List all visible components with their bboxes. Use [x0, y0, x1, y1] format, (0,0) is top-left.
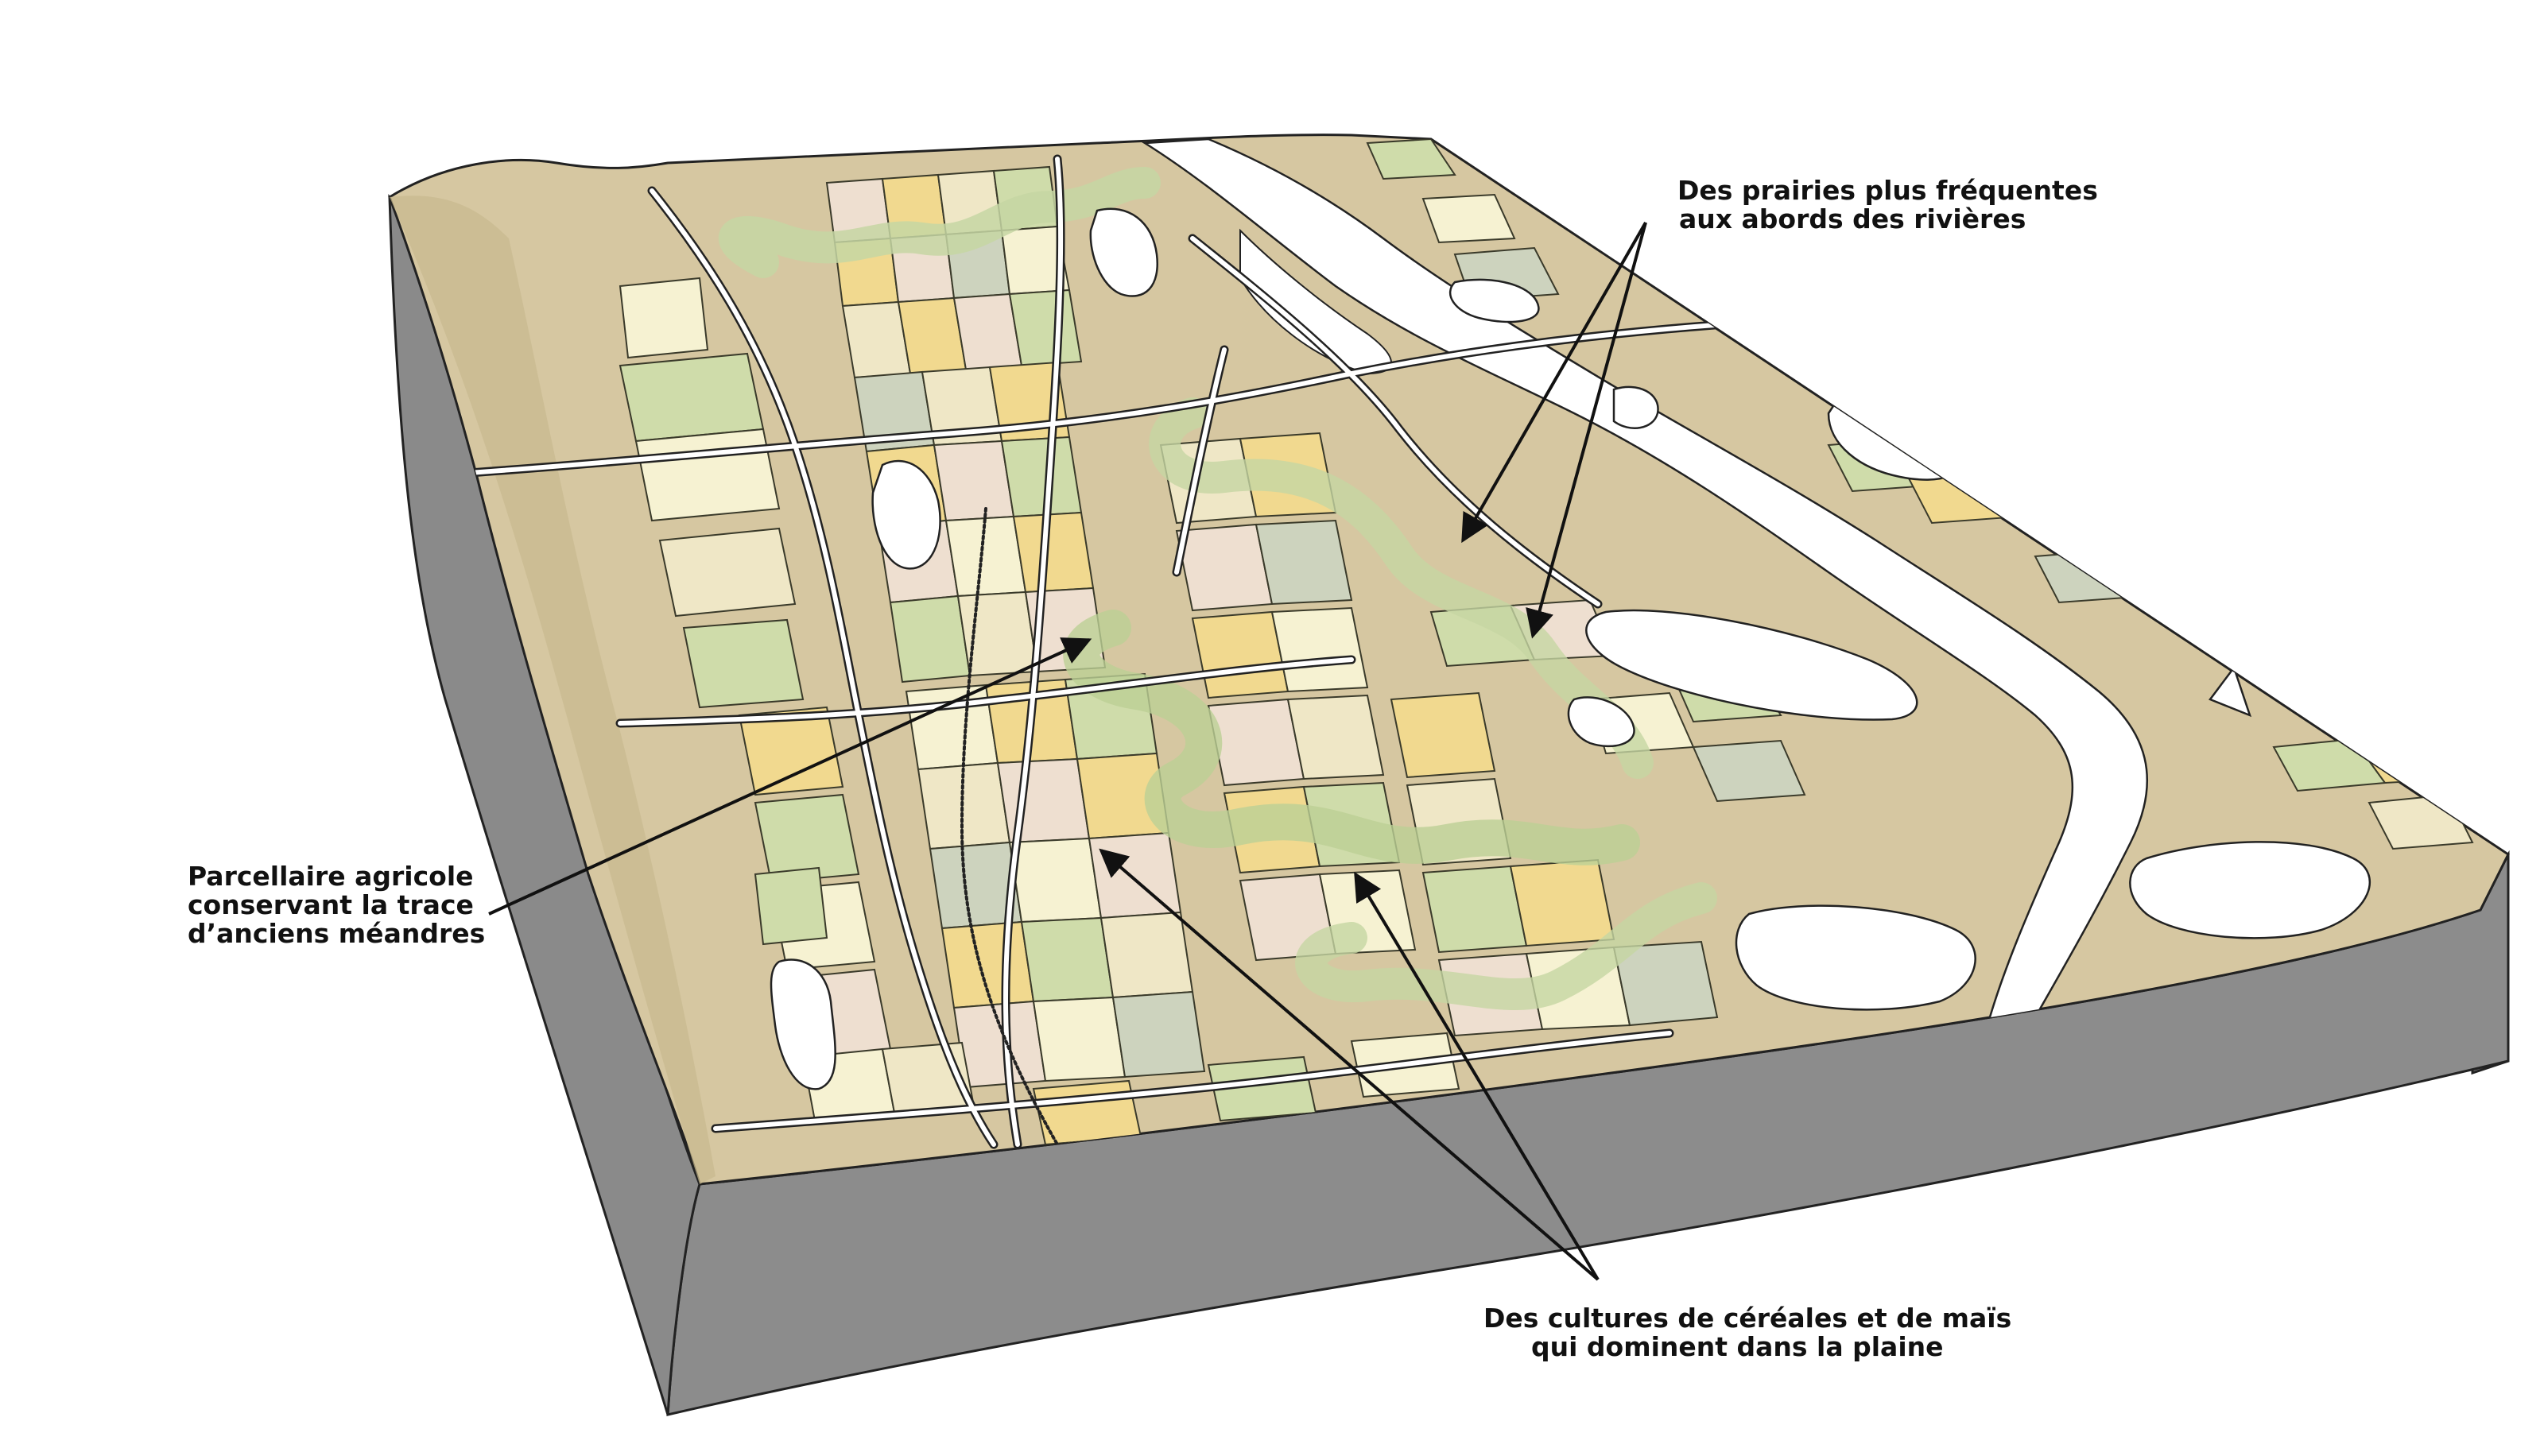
pond	[1567, 696, 1635, 748]
annotation-parcellaire: Parcellaire agricole conservant la trace…	[188, 862, 485, 948]
annotation-text: Des prairies plus fréquentes	[1677, 175, 2098, 206]
field-parcel	[1270, 606, 1369, 693]
field-parcel	[754, 866, 828, 946]
pond	[1735, 904, 1976, 1011]
field-parcel	[619, 352, 765, 443]
field-parcel	[1207, 698, 1305, 787]
meander-scar-central	[1063, 610, 1640, 865]
field-parcel	[1020, 916, 1115, 1003]
road-east-west-south	[713, 1031, 1672, 1131]
field-parcel	[738, 706, 844, 796]
field-parcel	[889, 594, 971, 683]
field-parcel	[1612, 940, 1719, 1027]
pond	[1585, 609, 1918, 721]
road-riverside	[1190, 236, 1600, 606]
arrow-parcellaire	[488, 637, 1092, 916]
ponds	[770, 207, 2371, 1090]
field-parcel	[754, 793, 860, 884]
field-parcel	[1366, 137, 1456, 180]
field-parcel	[1032, 996, 1127, 1082]
pond	[1089, 207, 1159, 297]
field-parcel	[1390, 691, 1496, 779]
field-parcel	[1286, 694, 1385, 780]
road-east-west-north	[467, 316, 1831, 475]
arrow-prairies-1	[1461, 222, 1647, 544]
annotation-leaders	[488, 222, 1647, 1281]
annotation-text: d’anciens méandres	[188, 918, 486, 949]
meander-scar-east	[1149, 397, 1654, 779]
field-parcel	[1421, 193, 1516, 244]
old-meander-scars	[719, 167, 1717, 1010]
pond	[1612, 385, 1659, 429]
field-parcel	[1000, 436, 1083, 518]
arrow-cultures-1	[1099, 848, 1600, 1281]
annotation-cultures: Des cultures de céréales et de maïs qui …	[1483, 1304, 2011, 1361]
field-parcel	[1421, 865, 1528, 954]
meander-scar-upper	[719, 167, 1161, 278]
field-parcel	[996, 757, 1091, 844]
field-parcel	[1008, 288, 1083, 367]
field-parcel	[1111, 990, 1206, 1078]
road-east-west-middle	[618, 657, 1354, 726]
field-parcel	[933, 440, 1015, 522]
field-parcel	[1692, 739, 1806, 803]
field-parcel	[1032, 1079, 1142, 1146]
pond	[2209, 665, 2252, 718]
road-north-south-west	[650, 188, 996, 1147]
field-parcel	[944, 515, 1027, 598]
field-parcel	[634, 428, 781, 522]
pond	[1449, 278, 1540, 323]
roads	[464, 154, 1833, 1149]
road-north-south-central	[1003, 157, 1064, 1147]
field-parcel	[1175, 523, 1274, 612]
arrow-cultures-2	[1354, 871, 1600, 1281]
annotation-prairies: Des prairies plus fréquentes aux abords …	[1677, 176, 2098, 234]
pond	[770, 958, 836, 1090]
field-parcel	[1255, 519, 1353, 606]
arrow-prairies-2	[1526, 222, 1647, 639]
field-parcel	[658, 527, 797, 618]
meander-scar-south	[1295, 882, 1717, 1010]
road-connector	[1174, 347, 1227, 575]
left-slope-band	[390, 196, 716, 1184]
field-parcel	[619, 277, 709, 359]
annotation-text: Des cultures de céréales et de maïs	[1483, 1303, 2012, 1334]
field-parcel	[1008, 837, 1103, 924]
field-parcel	[682, 618, 805, 709]
annotation-text: aux abords des rivières	[1679, 203, 2026, 234]
annotation-text: conservant la trace	[188, 889, 474, 920]
pond	[2129, 841, 2371, 939]
railway	[960, 507, 1059, 1146]
field-parcel	[1099, 911, 1194, 999]
pond	[871, 459, 941, 570]
field-parcel	[1509, 858, 1615, 947]
field-parcel	[1012, 511, 1095, 594]
annotation-text: qui dominent dans la plaine	[1531, 1331, 1944, 1362]
annotation-text: Parcellaire agricole	[188, 861, 474, 892]
field-parcel	[1191, 610, 1289, 699]
